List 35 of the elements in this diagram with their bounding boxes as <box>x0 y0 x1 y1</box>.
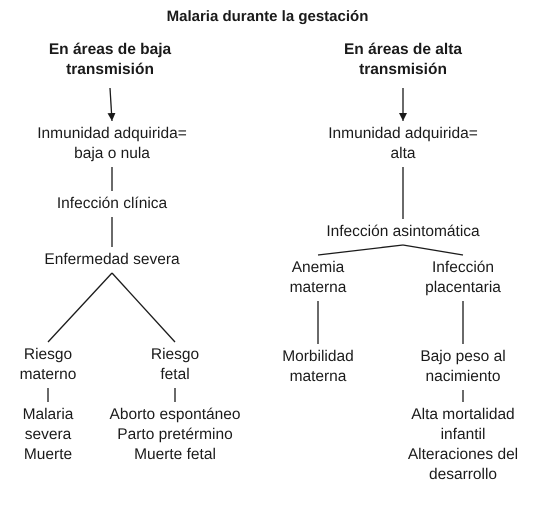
node-text: Infección placentaria <box>424 258 502 298</box>
arrow <box>108 88 116 122</box>
node-text: Aborto espontáneo <box>110 405 240 425</box>
node-text: Riesgo fetal <box>150 345 200 385</box>
node-text: Enfermedad severa <box>44 250 180 270</box>
connector-line <box>48 272 112 342</box>
column-heading: En áreas de alta transmisión <box>342 40 464 80</box>
diagram-title: Malaria durante la gestación <box>166 8 370 25</box>
node-text: Infección asintomática <box>326 222 480 242</box>
connector-line <box>47 388 49 402</box>
connector-line <box>174 388 176 402</box>
node-text: Parto pretérmino <box>117 425 233 445</box>
node-text: Muerte fetal <box>134 445 216 465</box>
node-text: Alteraciones del desarrollo <box>406 445 520 485</box>
node-text: Alta mortalidad infantil <box>410 405 516 445</box>
node-text: Bajo peso al nacimiento <box>419 347 507 387</box>
connector-line <box>462 390 464 402</box>
connector-line <box>402 244 464 256</box>
connector-line <box>111 217 113 247</box>
column-heading: En áreas de baja transmisión <box>48 40 172 80</box>
node-text: Morbilidad materna <box>281 347 355 387</box>
node-text: Inmunidad adquirida= baja o nula <box>36 124 188 164</box>
arrow <box>399 88 407 121</box>
node-text: Muerte <box>24 445 72 465</box>
node-text: Anemia materna <box>288 258 348 298</box>
node-text: Malaria severa <box>22 405 74 445</box>
connector-line <box>112 272 176 342</box>
connector-line <box>111 167 113 191</box>
connector-line <box>462 301 464 344</box>
connector-line <box>402 167 404 219</box>
connector-line <box>318 244 404 256</box>
node-text: Inmunidad adquirida= alta <box>327 124 479 164</box>
node-text: Riesgo materno <box>18 345 78 385</box>
connector-line <box>317 301 319 344</box>
node-text: Infección clínica <box>56 194 168 214</box>
